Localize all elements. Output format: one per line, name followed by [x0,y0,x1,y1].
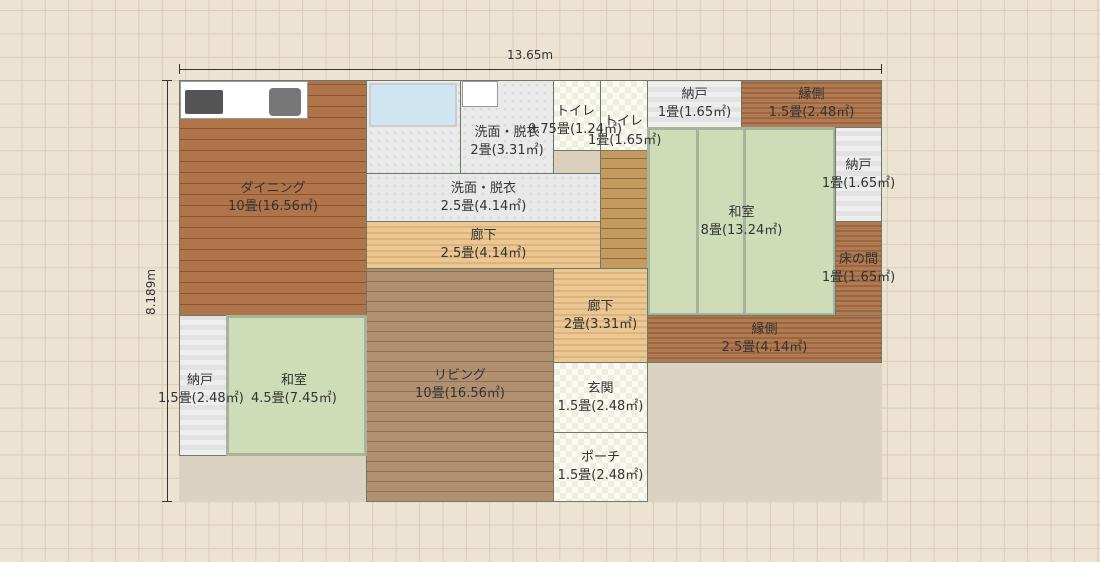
room-size: 1畳(1.65㎡) [821,175,896,191]
room-size: 1.5畳(2.48㎡) [557,468,644,483]
room-name: 洗面・脱衣 [450,180,516,196]
bathtub-icon [369,83,457,127]
room-veranda-bottom[interactable]: 縁側 2.5畳(4.14㎡) [647,315,882,363]
room-name: 和室 [728,204,755,220]
room-name: 廊下 [587,298,614,314]
height-dimension-tick [162,501,172,502]
sink-icon [269,88,301,116]
room-entrance[interactable]: 玄関 1.5畳(2.48㎡) [553,362,648,433]
room-hall-2[interactable]: 廊下 2畳(3.31㎡) [553,268,648,363]
room-toilet-1[interactable] [553,80,601,151]
room-storage-left[interactable] [179,315,227,456]
toilet-floor [553,150,601,174]
room-size: 2畳(3.31㎡) [470,143,544,158]
room-living[interactable]: リビング 10畳(16.56㎡) [366,268,554,502]
room-veranda-top[interactable]: 縁側 1.5畳(2.48㎡) [741,80,882,128]
room-name: 洗面・脱衣 [474,125,540,140]
room-size: 1.5畳(2.48㎡) [768,105,855,120]
height-dimension-label: 8.189m [144,268,159,316]
room-size: 2畳(3.31㎡) [563,316,638,332]
room-size: 10畳(16.56㎡) [415,386,505,401]
washbasin-icon [462,81,498,107]
room-storage-right[interactable]: 納戸 1畳(1.65㎡) [822,127,895,222]
height-dimension-line [167,80,168,502]
room-size: 2.5畳(4.14㎡) [721,340,808,355]
yard-area [179,455,366,502]
room-size: 1.5畳(2.48㎡) [557,398,644,414]
width-dimension-label: 13.65m [507,48,554,62]
room-size: 2.5畳(4.14㎡) [440,198,527,214]
unit-bath[interactable] [366,80,461,174]
yard-area [647,362,882,502]
room-porch[interactable]: ポーチ 1.5畳(2.48㎡) [553,432,648,502]
width-dimension-line [179,69,882,70]
room-name: リビング [433,368,486,383]
room-name: 縁側 [798,87,825,102]
room-name: ポーチ [580,450,620,465]
room-name: 廊下 [470,228,497,243]
room-name: 床の間 [838,251,878,267]
room-size: 2.5畳(4.14㎡) [440,246,527,261]
kitchen-counter [180,81,308,119]
room-name: 納戸 [681,87,708,102]
room-size: 1畳(1.65㎡) [821,269,896,285]
room-storage-top[interactable]: 納戸 1畳(1.65㎡) [647,80,742,128]
room-name: ダイニング [240,181,306,196]
room-washitsu-45[interactable] [226,315,367,456]
room-size: 8畳(13.24㎡) [700,222,783,238]
room-name: 玄関 [587,380,614,396]
width-dimension-tick [881,64,882,74]
staircase[interactable] [600,150,648,269]
height-dimension-tick [162,80,172,81]
room-dining[interactable]: ダイニング 10畳(16.56㎡) [179,80,367,316]
room-tokonoma[interactable]: 床の間 1畳(1.65㎡) [822,221,895,316]
room-hall-1[interactable]: 廊下 2.5畳(4.14㎡) [366,221,601,269]
width-dimension-tick [179,64,180,74]
room-size: 1畳(1.65㎡) [657,105,732,120]
room-size: 10畳(16.56㎡) [228,199,318,214]
room-washitsu-8[interactable]: 和室 8畳(13.24㎡) [647,127,836,316]
room-washroom[interactable]: 洗面・脱衣 2.5畳(4.14㎡) [366,173,601,222]
room-name: 縁側 [751,322,778,337]
room-name: 納戸 [845,157,872,173]
stove-icon [185,90,223,114]
